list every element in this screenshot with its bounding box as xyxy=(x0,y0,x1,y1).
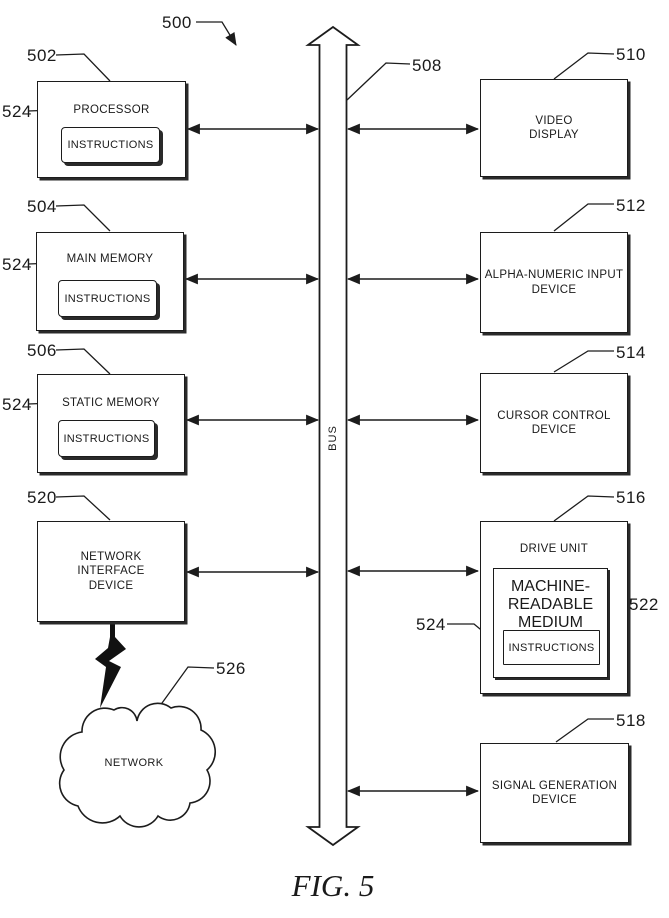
block-alphanumeric-title: ALPHA-NUMERIC INPUT DEVICE xyxy=(484,269,624,296)
ref-516: 516 xyxy=(616,488,646,507)
bus-label: BUS xyxy=(327,425,339,451)
ref-500: 500 xyxy=(162,13,192,32)
figure-caption: FIG. 5 xyxy=(291,868,375,903)
ref-510: 510 xyxy=(616,45,646,64)
instructions-label: INSTRUCTIONS xyxy=(63,432,150,445)
ref-524-drive-unit: 524 xyxy=(416,615,446,634)
ref-502: 502 xyxy=(27,46,57,65)
block-signal-generation-device: SIGNAL GENERATION DEVICE xyxy=(480,743,629,843)
ref-524-static-memory: 524 xyxy=(2,395,32,414)
ref-512: 512 xyxy=(616,196,646,215)
leader-506 xyxy=(55,348,111,375)
leader-512 xyxy=(553,203,614,232)
bus-arrow xyxy=(305,25,361,847)
block-network-interface-title: NETWORK INTERFACE DEVICE xyxy=(77,550,145,592)
block-cursor-control-device: CURSOR CONTROL DEVICE xyxy=(480,373,628,473)
block-main-memory-instructions: INSTRUCTIONS xyxy=(58,280,157,317)
instructions-label: INSTRUCTIONS xyxy=(508,641,595,654)
block-processor-instructions: INSTRUCTIONS xyxy=(61,127,160,163)
leader-520 xyxy=(55,495,111,521)
leader-516 xyxy=(553,495,615,522)
leader-500 xyxy=(196,21,237,46)
block-static-memory-instructions: INSTRUCTIONS xyxy=(58,420,155,457)
instructions-label: INSTRUCTIONS xyxy=(67,139,154,151)
bus-connectors xyxy=(184,123,480,797)
ref-518: 518 xyxy=(616,711,646,730)
block-processor-title: PROCESSOR xyxy=(73,104,150,116)
ref-522: 522 xyxy=(629,595,659,614)
leader-514 xyxy=(553,350,614,373)
network-cloud-label: NETWORK xyxy=(104,757,164,769)
ref-524-processor: 524 xyxy=(2,102,32,121)
block-signal-title: SIGNAL GENERATION DEVICE xyxy=(491,779,618,806)
block-video-display: VIDEO DISPLAY xyxy=(480,79,628,177)
block-alphanumeric-input-device: ALPHA-NUMERIC INPUT DEVICE xyxy=(480,232,628,333)
leader-502 xyxy=(55,53,111,82)
ref-506: 506 xyxy=(27,341,57,360)
block-video-display-title: VIDEO DISPLAY xyxy=(529,114,579,141)
leader-510 xyxy=(553,52,615,80)
leader-526 xyxy=(156,666,215,711)
leader-518 xyxy=(555,718,614,743)
block-medium-instructions: INSTRUCTIONS xyxy=(503,630,600,665)
ref-526: 526 xyxy=(216,659,246,678)
block-static-memory-title: STATIC MEMORY xyxy=(62,397,160,409)
network-cloud xyxy=(58,702,217,828)
block-main-memory-title: MAIN MEMORY xyxy=(66,253,154,265)
block-medium-title: MACHINE- READABLE MEDIUM xyxy=(507,578,594,631)
leader-504 xyxy=(55,204,111,232)
block-drive-unit-title: DRIVE UNIT xyxy=(519,543,589,555)
ref-508: 508 xyxy=(412,56,442,75)
block-network-interface-device: NETWORK INTERFACE DEVICE xyxy=(37,521,185,622)
ref-520: 520 xyxy=(27,488,57,507)
leader-508 xyxy=(346,62,411,101)
block-cursor-title: CURSOR CONTROL DEVICE xyxy=(497,409,611,436)
ref-514: 514 xyxy=(616,343,646,362)
instructions-label: INSTRUCTIONS xyxy=(64,292,151,305)
ref-524-main-memory: 524 xyxy=(2,255,32,274)
ref-504: 504 xyxy=(27,197,57,216)
lightning-bolt xyxy=(95,621,126,708)
